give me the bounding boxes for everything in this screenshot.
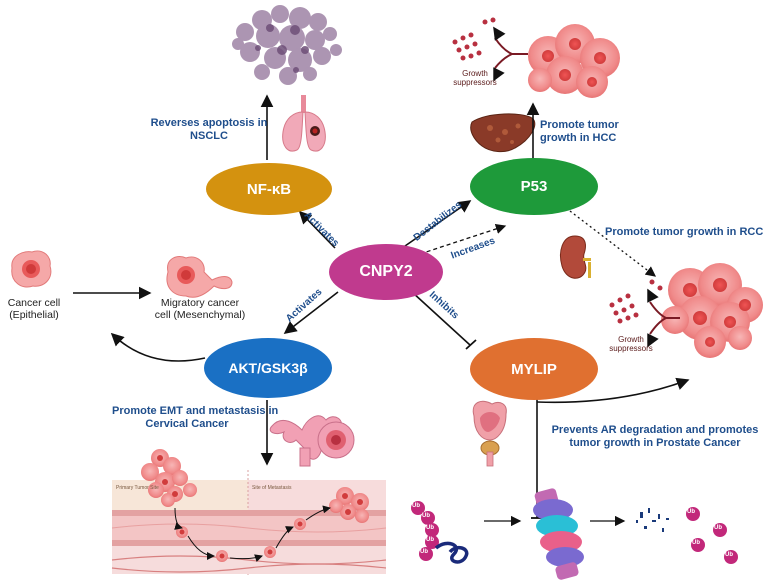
label-gs-top-line2: suppressors bbox=[453, 78, 497, 87]
label-cancer-cell: Cancer cell (Epithelial) bbox=[4, 297, 64, 321]
label-cancer-cell-line2: (Epithelial) bbox=[9, 309, 59, 321]
bladder-prostate-icon bbox=[472, 400, 507, 467]
ub-label: Ub bbox=[426, 525, 434, 531]
ub-label: Ub bbox=[422, 513, 430, 519]
node-akt-label: AKT/GSK3β bbox=[228, 360, 308, 376]
liver-icon bbox=[470, 113, 536, 153]
tissue-panel bbox=[111, 449, 387, 575]
label-gs-top-line1: Growth bbox=[462, 69, 488, 78]
caption-rcc: Promote tumor growth in RCC bbox=[605, 226, 764, 238]
node-nfkb: NF-κB bbox=[206, 163, 332, 215]
ub-label: Ub bbox=[426, 537, 434, 543]
label-migratory-cell-line1: Migratory cancer bbox=[160, 297, 240, 309]
ub-label: Ub bbox=[692, 540, 700, 546]
caption-hcc-line1: Promote tumor bbox=[540, 119, 619, 131]
label-gs-right-line1: Growth bbox=[618, 335, 644, 344]
label-gs-right-line2: suppressors bbox=[609, 344, 653, 353]
caption-prostate: Prevents AR degradation and promotes tum… bbox=[545, 424, 765, 450]
growth-suppressor-dots bbox=[452, 17, 496, 61]
label-migratory-cell: Migratory cancer cell (Mesenchymal) bbox=[150, 297, 250, 321]
ub-label: Ub bbox=[725, 552, 733, 558]
caption-prostate-line2: tumor growth in Prostate Cancer bbox=[569, 437, 741, 449]
caption-hcc: Promote tumor growth in HCC bbox=[540, 119, 636, 145]
label-growth-suppressors-right: Growth suppressors bbox=[606, 335, 656, 353]
cancer-cell-icon bbox=[11, 250, 52, 288]
caption-emt-line1: Promote EMT and metastasis in bbox=[112, 405, 279, 417]
lung-icon bbox=[282, 95, 326, 152]
caption-nsclc-line2: NSCLC bbox=[190, 130, 228, 142]
caption-emt: Promote EMT and metastasis in Cervical C… bbox=[112, 405, 279, 431]
peptide-fragments bbox=[636, 508, 669, 532]
tumor-cluster-icon bbox=[661, 263, 763, 358]
ubiquitin-free bbox=[686, 507, 738, 564]
uterus-icon bbox=[269, 415, 355, 467]
node-p53: P53 bbox=[470, 158, 598, 215]
migratory-cell-icon bbox=[166, 256, 233, 298]
node-cnpy2: CNPY2 bbox=[329, 244, 443, 300]
growth-suppressor-dots bbox=[609, 279, 663, 324]
node-mylip-label: MYLIP bbox=[511, 360, 557, 378]
caption-nsclc-line1: Reverses apoptosis in bbox=[150, 117, 268, 129]
node-cnpy2-label: CNPY2 bbox=[359, 263, 413, 280]
ub-label: Ub bbox=[714, 525, 722, 531]
node-nfkb-label: NF-κB bbox=[246, 180, 292, 198]
caption-hcc-line2: growth in HCC bbox=[540, 132, 617, 144]
kidney-icon bbox=[560, 235, 591, 279]
caption-prostate-line1: Prevents AR degradation and promotes bbox=[551, 424, 759, 436]
ub-label: Ub bbox=[420, 549, 428, 555]
node-mylip: MYLIP bbox=[470, 338, 598, 400]
label-growth-suppressors-top: Growth suppressors bbox=[450, 69, 500, 87]
tumor-cluster-icon bbox=[232, 5, 342, 85]
ubiquitin-chain-left bbox=[411, 501, 469, 564]
tumor-cluster-icon bbox=[528, 24, 620, 98]
ub-label: Ub bbox=[412, 503, 420, 509]
label-primary-tumor-site: Primary Tumor Site bbox=[116, 485, 159, 491]
caption-nsclc: Reverses apoptosis in NSCLC bbox=[150, 117, 268, 143]
node-akt: AKT/GSK3β bbox=[204, 338, 332, 398]
proteasome-icon bbox=[533, 488, 584, 580]
ub-label: Ub bbox=[687, 509, 695, 515]
label-site-of-metastasis: Site of Metastasis bbox=[252, 485, 292, 491]
label-cancer-cell-line1: Cancer cell bbox=[7, 297, 61, 309]
node-p53-label: P53 bbox=[520, 178, 548, 195]
caption-emt-line2: Cervical Cancer bbox=[145, 418, 229, 430]
label-migratory-cell-line2: cell (Mesenchymal) bbox=[154, 309, 246, 321]
